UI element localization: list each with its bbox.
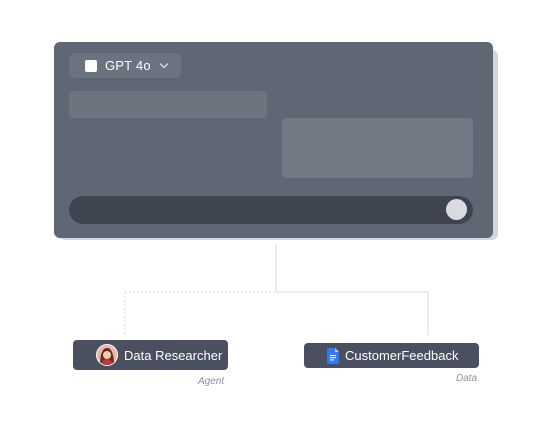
data-node[interactable]: CustomerFeedback [304, 343, 479, 368]
agent-node-label: Data Researcher [124, 347, 223, 363]
google-doc-icon [327, 347, 339, 364]
slider-knob[interactable] [446, 199, 467, 220]
agent-node[interactable]: Data Researcher [73, 340, 228, 370]
avatar-icon [97, 345, 117, 365]
model-label: GPT 4o [105, 58, 151, 73]
prompt-placeholder [69, 91, 267, 118]
data-caption: Data [456, 373, 478, 384]
model-selector-button[interactable]: GPT 4o [69, 53, 181, 78]
chevron-down-icon [159, 62, 168, 68]
agent-caption: Agent [198, 376, 225, 387]
model-checkbox[interactable] [85, 59, 97, 72]
slider-track[interactable] [69, 196, 473, 224]
data-node-label: CustomerFeedback [345, 348, 459, 363]
llm-panel: GPT 4o [54, 42, 493, 238]
avatar [96, 344, 118, 366]
response-placeholder [282, 118, 473, 178]
